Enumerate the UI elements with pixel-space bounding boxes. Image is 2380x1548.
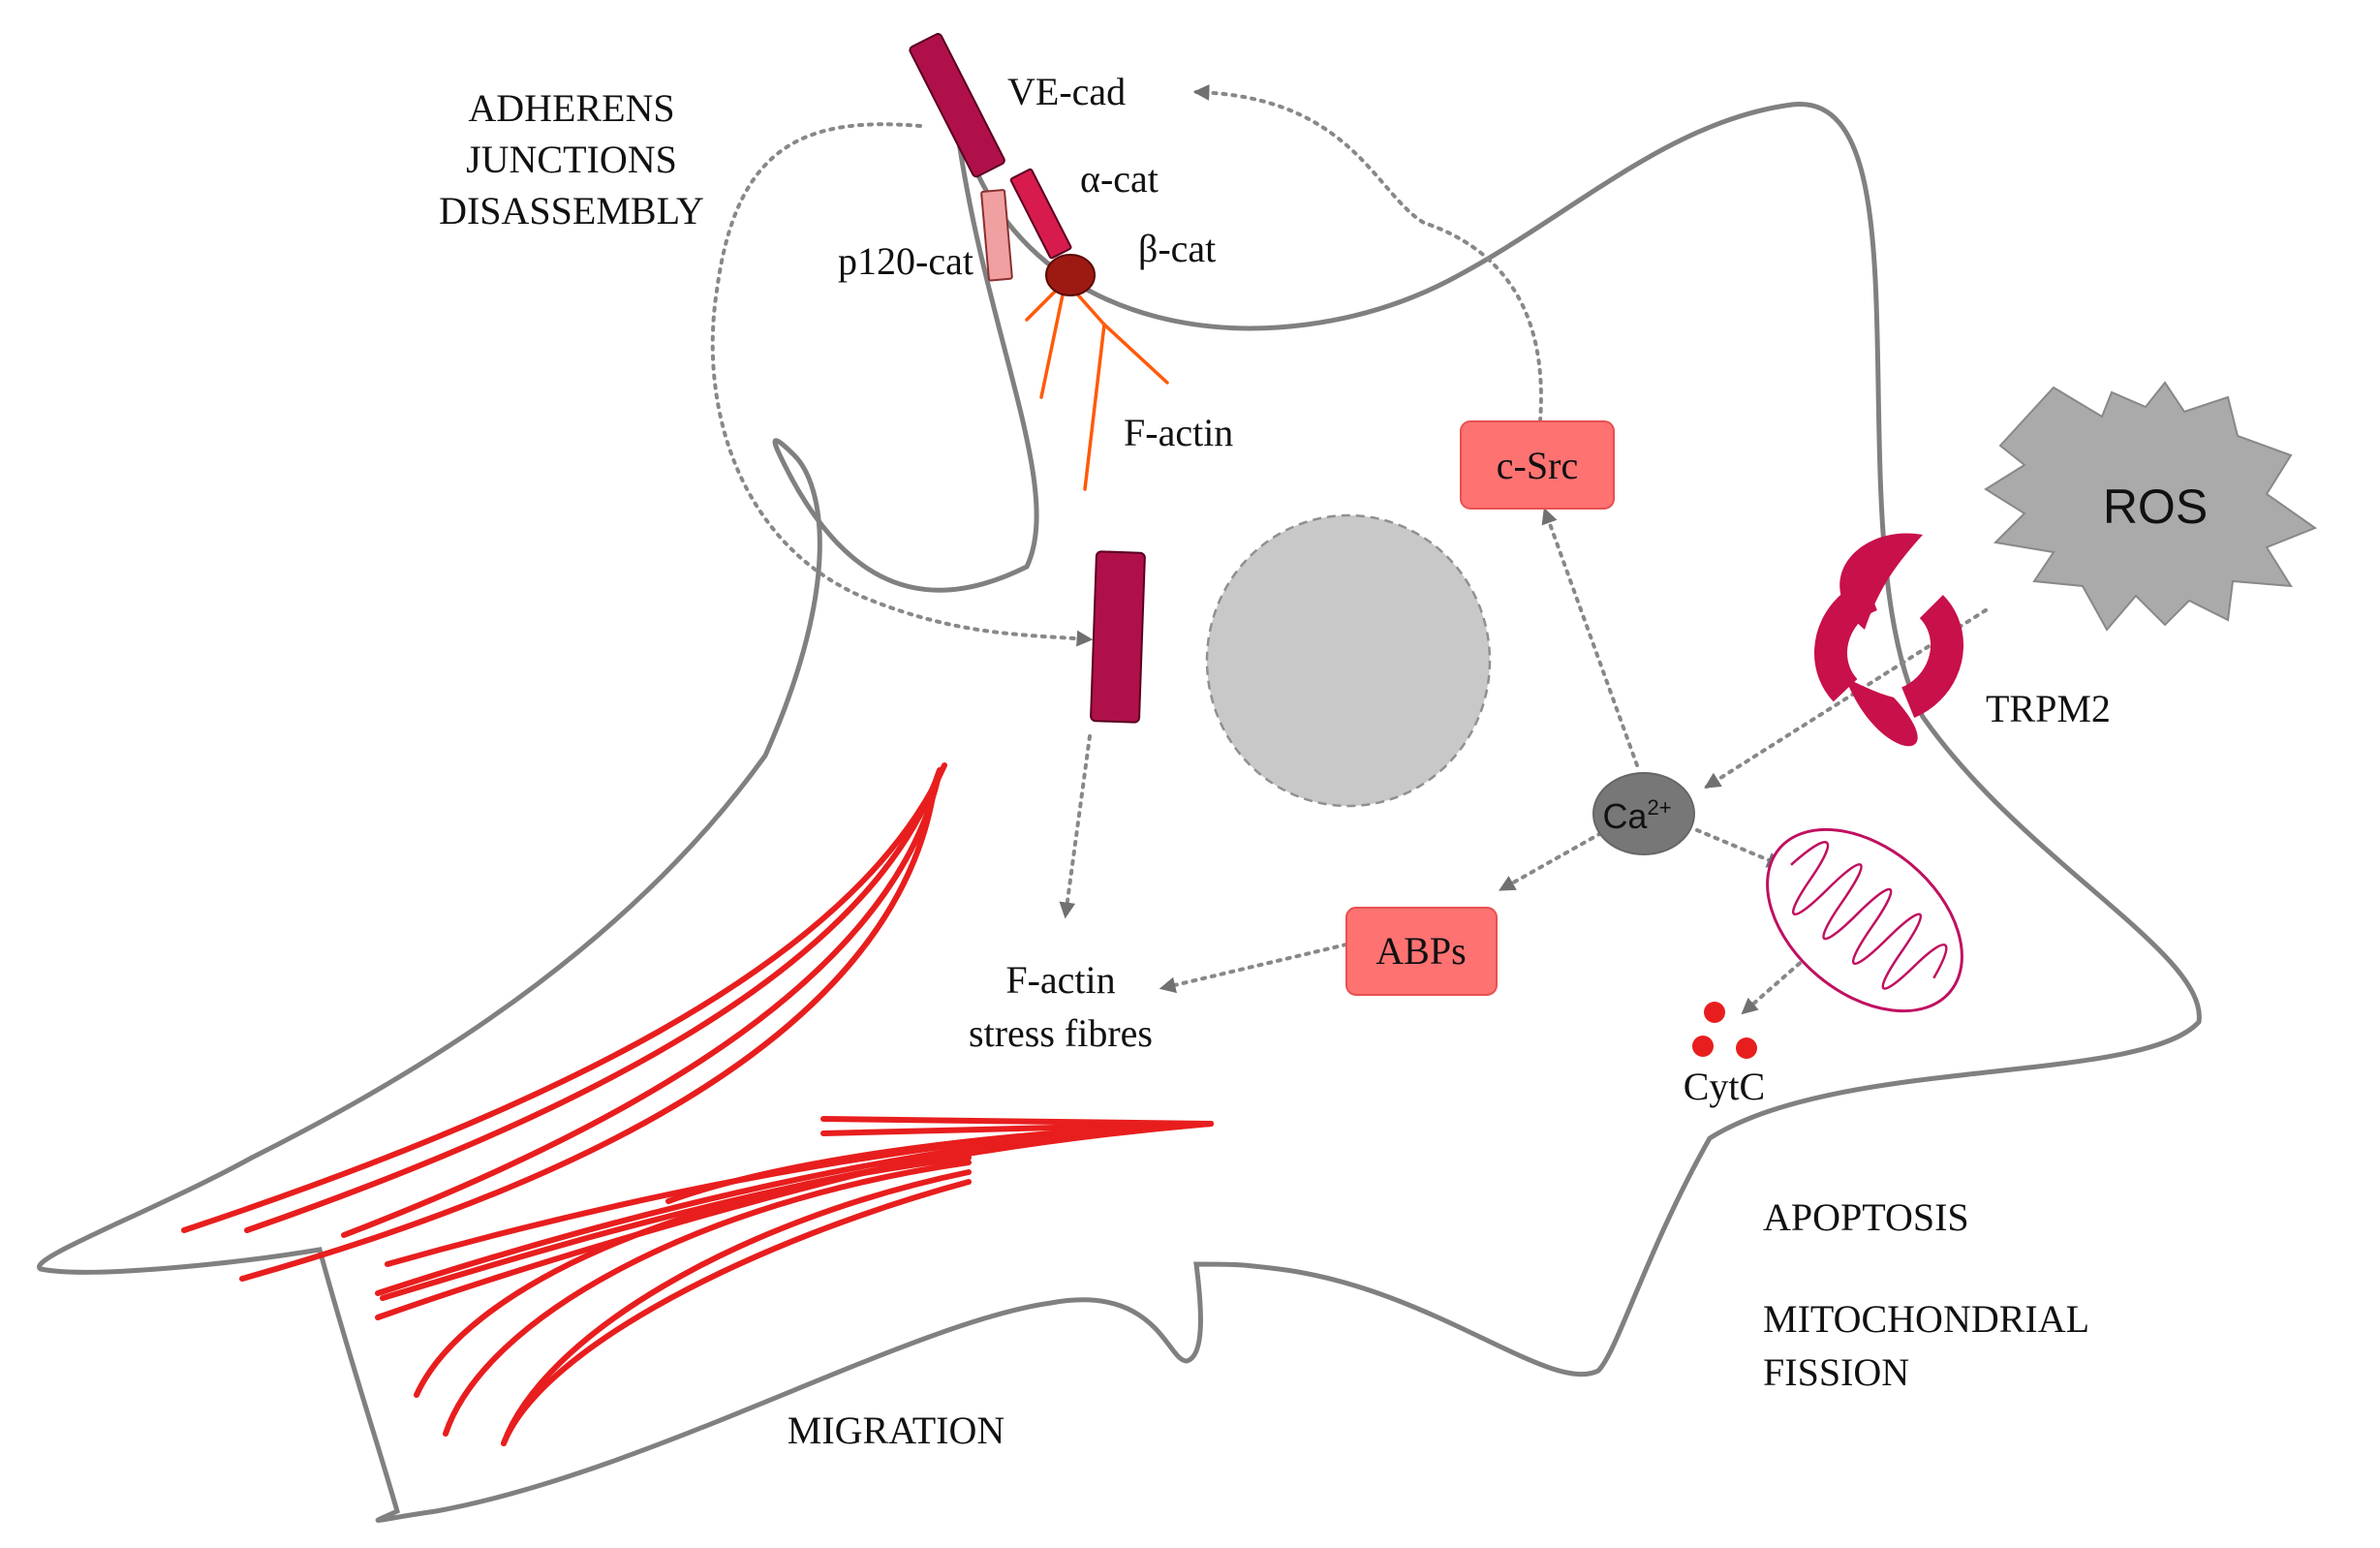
ros-label: ROS [2103,480,2208,534]
ca-label: Ca2+ [1602,795,1671,836]
c-src-box [1460,420,1615,510]
arrow-ca-to-mito [1695,828,1784,868]
nucleus-icon [1205,513,1492,808]
migration-label: MIGRATION [788,1409,1005,1452]
stress-fibres-left [181,762,947,1282]
c-src-label: c-Src [1497,444,1578,487]
arrow-abps-to-factin [1159,943,1348,994]
trpm2-label: TRPM2 [1986,687,2111,730]
beta-cat-label: β-cat [1138,227,1216,270]
adherens-label-line1: ADHERENS [468,86,674,130]
f-actin-label: F-actin [1124,411,1233,454]
pathway-arrows [710,84,1988,1015]
adherens-junction-complex [909,33,1169,491]
calcium-node [1592,772,1695,855]
abps-box [1345,907,1498,996]
arrow-loop-vecad-to-internal [710,122,1094,647]
f-actin-stress-label-line2: stress fibres [969,1011,1153,1055]
ca-charge: 2+ [1647,795,1671,820]
trpm2-channel-icon [1813,533,1964,747]
p120-catenin-bar [980,189,1013,282]
arrow-vecad-to-factin [1059,734,1092,919]
mito-fission-label-line2: FISSION [1763,1350,1909,1394]
alpha-cat-label: α-cat [1080,157,1159,201]
ve-cadherin-bar [909,33,1005,178]
abps-label: ABPs [1375,929,1466,973]
cell-membrane [37,102,2202,1523]
adherens-label-line3: DISASSEMBLY [439,189,704,232]
p120-cat-label: p120-cat [838,239,974,283]
cytc-label: CytC [1684,1065,1765,1108]
ros-burst-icon [1984,381,2318,632]
ca-symbol: Ca [1602,796,1648,836]
alpha-catenin-bar [1009,168,1072,260]
arrow-ca-to-csrc [1541,507,1639,767]
adherens-label-line2: JUNCTIONS [466,138,677,181]
internalized-ve-cadherin [1090,550,1146,724]
beta-catenin-node [1045,254,1096,296]
arrow-csrc-to-vecad [1192,84,1543,423]
f-actin-branches [1025,279,1169,491]
ve-cad-label: VE-cad [1007,70,1126,113]
f-actin-stress-label-line1: F-actin [1005,958,1115,1002]
mitochondrion-icon [1766,827,1963,1013]
stress-fibres-bottom [375,1116,1214,1446]
cytochrome-c-dots [1692,1002,1757,1059]
arrow-ros-to-ca [1704,608,1988,789]
arrow-ca-to-abps [1499,831,1603,891]
apoptosis-label: APOPTOSIS [1763,1195,1969,1239]
mito-fission-label-line1: MITOCHONDRIAL [1763,1297,2089,1341]
